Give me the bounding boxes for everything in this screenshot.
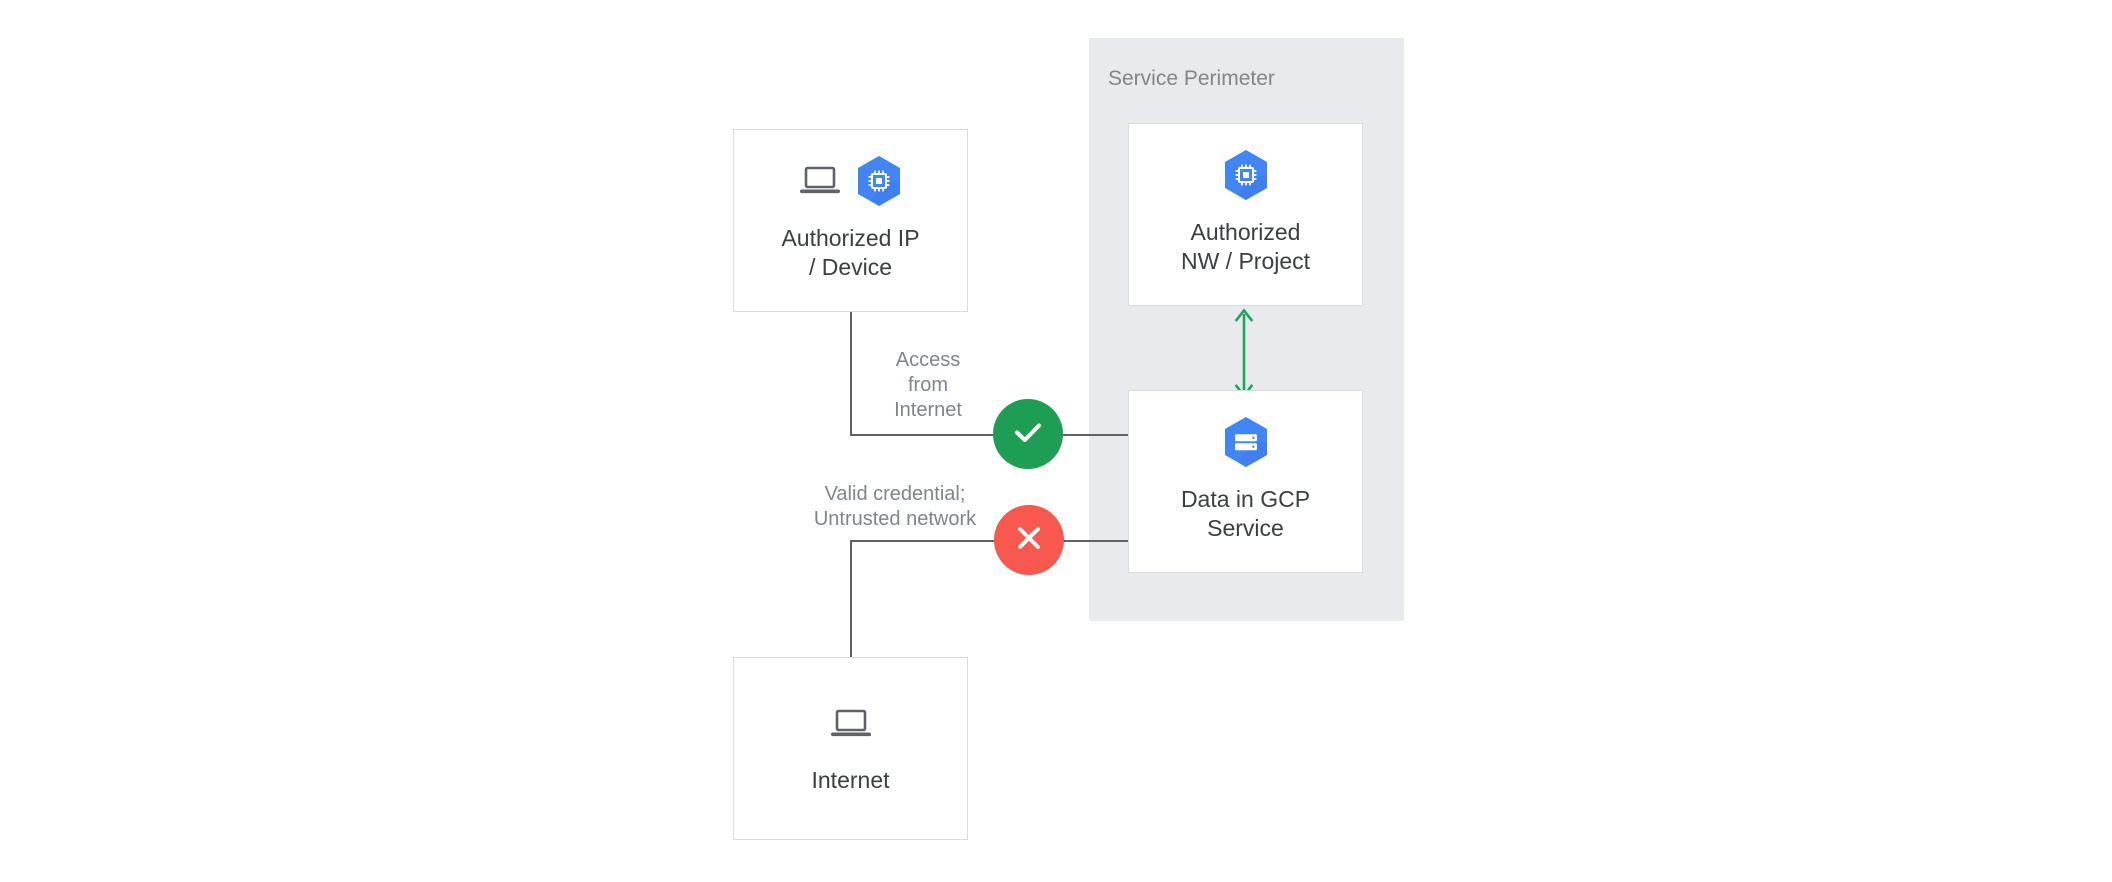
bidirectional-arrow-icon xyxy=(1228,306,1260,400)
connector-device-to-allow-horizontal xyxy=(850,434,1030,436)
status-badge-denied[interactable] xyxy=(994,505,1064,575)
laptop-icon xyxy=(799,164,841,203)
node-icon-row xyxy=(830,702,872,750)
status-badge-allowed[interactable] xyxy=(993,399,1063,469)
gcp-compute-hexagon-icon xyxy=(855,155,903,212)
close-icon xyxy=(1009,518,1049,563)
connector-allow-to-data-horizontal xyxy=(1026,434,1130,436)
connector-device-to-allow-vertical xyxy=(850,312,852,436)
node-authorized-nw-project[interactable]: Authorized NW / Project xyxy=(1128,123,1363,306)
node-label: Data in GCP Service xyxy=(1180,485,1311,541)
node-icon-row xyxy=(1222,417,1270,469)
gcp-compute-hexagon-icon xyxy=(1222,149,1270,206)
edge-label-valid-credential: Valid credential; Untrusted network xyxy=(813,483,977,530)
connector-deny-to-internet-horizontal xyxy=(850,540,1030,542)
node-label: Authorized NW / Project xyxy=(1180,218,1311,274)
laptop-icon xyxy=(830,707,872,746)
node-authorized-ip-device[interactable]: Authorized IP / Device xyxy=(733,129,968,312)
connector-deny-to-internet-vertical xyxy=(850,540,852,659)
node-icon-row xyxy=(1222,150,1270,202)
node-label: Authorized IP / Device xyxy=(781,224,920,280)
service-perimeter-label: Service Perimeter xyxy=(1108,67,1275,90)
node-icon-row xyxy=(799,156,903,208)
check-icon xyxy=(1008,412,1048,457)
node-internet[interactable]: Internet xyxy=(733,657,968,840)
gcp-storage-hexagon-icon xyxy=(1222,416,1270,473)
connector-deny-to-data-horizontal xyxy=(1026,540,1130,542)
edge-label-access-from-internet: Access from Internet xyxy=(894,349,962,421)
node-data-in-gcp-service[interactable]: Data in GCP Service xyxy=(1128,390,1363,573)
node-label: Internet xyxy=(811,767,890,793)
